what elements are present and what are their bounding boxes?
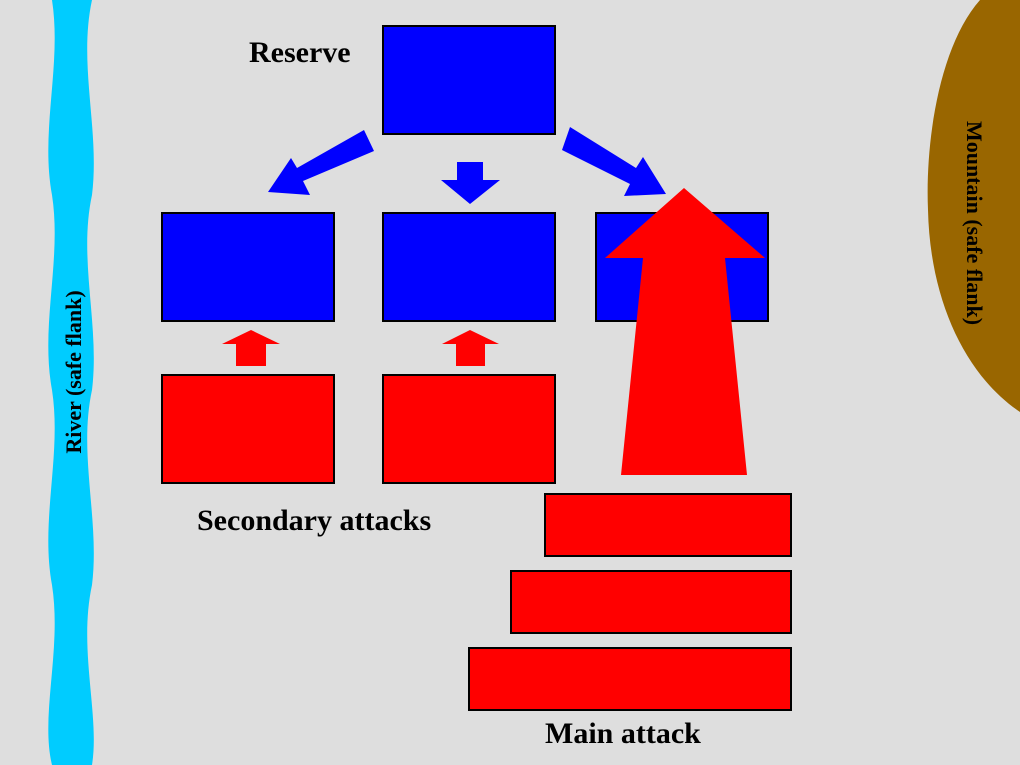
river-label: River (safe flank) — [61, 290, 86, 453]
reserve-arrow-right — [562, 127, 666, 196]
mountain-label: Mountain (safe flank) — [962, 121, 987, 325]
main-attack-block-3 — [468, 647, 792, 711]
main-attack-label: Main attack — [545, 717, 701, 750]
defense-block-center — [382, 212, 556, 322]
mountain-shape — [927, 0, 1020, 412]
reserve-arrow-left — [268, 130, 374, 195]
reserve-arrow-center — [441, 162, 500, 204]
main-attack-block-2 — [510, 570, 792, 634]
secondary-attacks-label: Secondary attacks — [197, 504, 431, 537]
main-attack-arrow — [605, 188, 765, 475]
secondary-attack-block-center — [382, 374, 556, 484]
secondary-arrow-center — [442, 330, 499, 366]
river-band — [48, 0, 94, 765]
reserve-label: Reserve — [249, 36, 351, 69]
reserve-block — [382, 25, 556, 135]
secondary-arrow-left — [222, 330, 280, 366]
defense-block-left — [161, 212, 335, 322]
main-attack-block-1 — [544, 493, 792, 557]
secondary-attack-block-left — [161, 374, 335, 484]
